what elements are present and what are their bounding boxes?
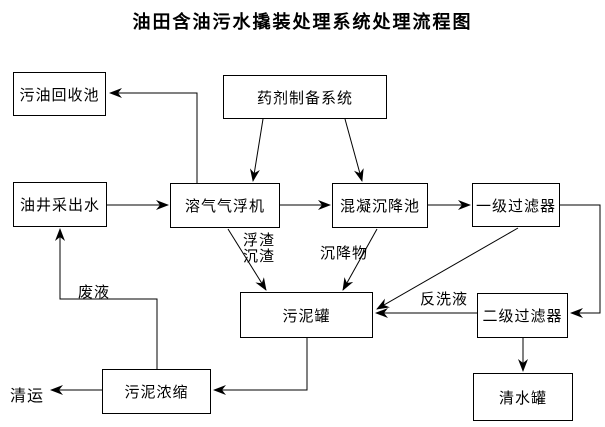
node-daf-machine: 溶气气浮机: [170, 183, 280, 228]
edge-label-backwash-liquid: 反洗液: [420, 290, 469, 308]
edge-filter1-to-filter2: [560, 204, 601, 318]
edge-daf-to-oil-recovery: [109, 88, 198, 183]
node-sludge-thickener: 污泥浓缩: [102, 369, 211, 414]
edge-filter1-backwash-to-sludge-tank: [376, 227, 519, 310]
node-secondary-filter: 二级过滤器: [477, 293, 568, 338]
edge-sludge-tank-to-thickener: [213, 338, 308, 395]
edge-label-floating-scum: 浮渣 沉渣: [243, 232, 275, 264]
edge-chem-to-coagulation: [344, 118, 364, 182]
node-chemical-prep-system: 药剂制备系统: [223, 75, 387, 119]
node-oil-recovery-pool: 污油回收池: [13, 72, 106, 116]
edge-label-floating-scum-line1: 浮渣: [243, 231, 276, 249]
label-removal: 清运: [10, 386, 45, 405]
node-well-produced-water: 油井采出水: [13, 182, 107, 227]
edge-label-sediment: 沉降物: [320, 244, 369, 262]
edge-thickener-wasteliquid-to-well: [55, 228, 158, 369]
edge-coagulation-to-sludge-tank: [342, 228, 378, 291]
edge-daf-to-sludge-tank: [227, 228, 267, 291]
node-clean-water-tank: 清水罐: [473, 373, 573, 421]
diagram-title: 油田含油污水撬装处理系统处理流程图: [132, 12, 473, 33]
node-primary-filter: 一级过滤器: [472, 183, 560, 227]
edge-chem-to-daf: [249, 118, 264, 182]
edge-label-waste-liquid: 废液: [78, 283, 111, 301]
node-coagulation-tank: 混凝沉降池: [332, 183, 428, 228]
node-sludge-tank: 污泥罐: [240, 292, 373, 338]
edge-label-floating-scum-line2: 沉渣: [243, 247, 276, 265]
